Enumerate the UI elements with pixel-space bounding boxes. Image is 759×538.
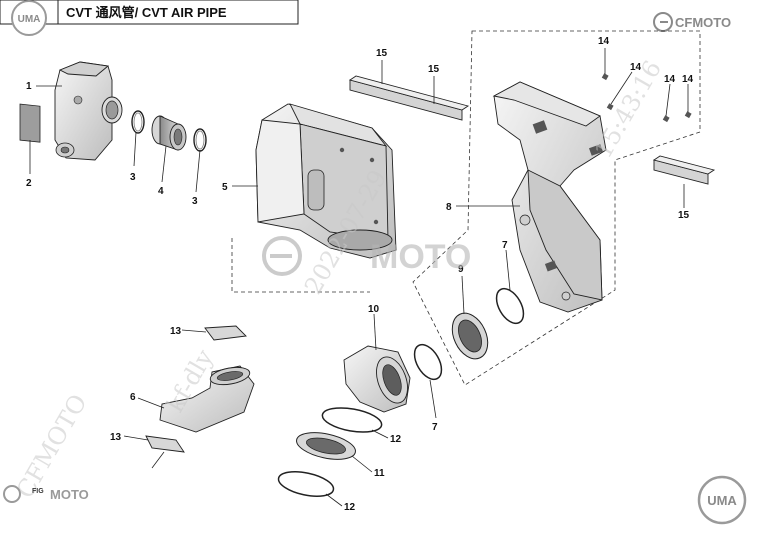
callout-7b: 7 bbox=[432, 422, 438, 433]
part-13-gasket-b bbox=[145, 435, 185, 453]
callout-14b: 14 bbox=[630, 62, 642, 73]
cfmoto-logo-top-text: CFMOTO bbox=[675, 15, 731, 30]
part-14-bolts bbox=[601, 73, 692, 123]
callout-4: 4 bbox=[158, 186, 164, 197]
watermark-time: 15:43:16 bbox=[589, 56, 667, 163]
part-2-filter-pad bbox=[19, 103, 41, 143]
assembly-outline-intake bbox=[412, 30, 701, 386]
part-3-clamp-a bbox=[131, 110, 145, 134]
cfmoto-logo-top: CFMOTO bbox=[653, 12, 731, 32]
callout-3a: 3 bbox=[130, 172, 136, 183]
callout-2: 2 bbox=[26, 178, 32, 189]
callout-10: 10 bbox=[368, 304, 380, 315]
cfmoto-logo-bottom: FIG MOTO bbox=[3, 485, 89, 503]
center-brand-text: MOTO bbox=[370, 238, 471, 276]
title-block: CVT 通风管/ CVT AIR PIPE bbox=[0, 0, 299, 25]
callout-9: 9 bbox=[458, 264, 464, 275]
center-brand-logo: MOTO bbox=[262, 236, 471, 276]
callout-15b: 15 bbox=[428, 64, 440, 75]
callout-1: 1 bbox=[26, 81, 32, 92]
part-9-coupler bbox=[451, 312, 489, 360]
callout-labels: 1 2 3 4 3 5 15 15 14 14 14 14 8 15 9 7 1… bbox=[26, 36, 694, 513]
callout-15c: 15 bbox=[678, 210, 690, 221]
uma-logo-bottom-text: UMA bbox=[707, 493, 737, 508]
callout-12a: 12 bbox=[390, 434, 402, 445]
callout-14a: 14 bbox=[598, 36, 610, 47]
part-15-strip-a bbox=[348, 75, 470, 121]
callout-15a: 15 bbox=[376, 48, 388, 59]
part-8-intake-tube bbox=[492, 81, 607, 313]
part-13-gasket-a bbox=[204, 325, 247, 341]
watermark-brand: CFMOTO bbox=[11, 389, 93, 503]
cfmoto-logo-bottom-text: MOTO bbox=[50, 487, 89, 502]
part-air-box bbox=[19, 61, 123, 161]
callout-7a: 7 bbox=[502, 240, 508, 251]
part-12-clamp-b bbox=[277, 471, 335, 497]
callout-5: 5 bbox=[222, 182, 228, 193]
part-6-bent-hose bbox=[159, 365, 255, 433]
callout-13a: 13 bbox=[170, 326, 182, 337]
part-7-clamp-b bbox=[413, 343, 443, 381]
callout-11: 11 bbox=[374, 468, 385, 479]
leader-lines bbox=[29, 48, 689, 507]
uma-logo-top: UMA bbox=[11, 0, 47, 36]
part-10-elbow bbox=[343, 345, 411, 413]
callout-3b: 3 bbox=[192, 196, 198, 207]
uma-logo-top-text: UMA bbox=[18, 14, 41, 25]
callout-12b: 12 bbox=[344, 502, 356, 513]
fig-badge-text: FIG bbox=[32, 488, 44, 495]
title-frame bbox=[0, 0, 299, 25]
part-12-clamp-a bbox=[321, 407, 383, 433]
page-title: CVT 通风管/ CVT AIR PIPE bbox=[66, 5, 227, 20]
callout-14d: 14 bbox=[682, 74, 694, 85]
part-15-strip-b bbox=[652, 155, 716, 185]
part-11-seal bbox=[296, 432, 356, 460]
assembly-outline-link bbox=[231, 238, 370, 293]
part-4-sleeve bbox=[151, 115, 187, 151]
part-7-clamp-a bbox=[495, 287, 525, 325]
callout-14c: 14 bbox=[664, 74, 676, 85]
part-5-duct-housing bbox=[255, 103, 397, 259]
callout-6: 6 bbox=[130, 392, 136, 403]
part-3-clamp-b bbox=[193, 128, 207, 152]
callout-8: 8 bbox=[446, 202, 452, 213]
callout-13b: 13 bbox=[110, 432, 122, 443]
uma-logo-bottom: UMA bbox=[697, 475, 747, 525]
